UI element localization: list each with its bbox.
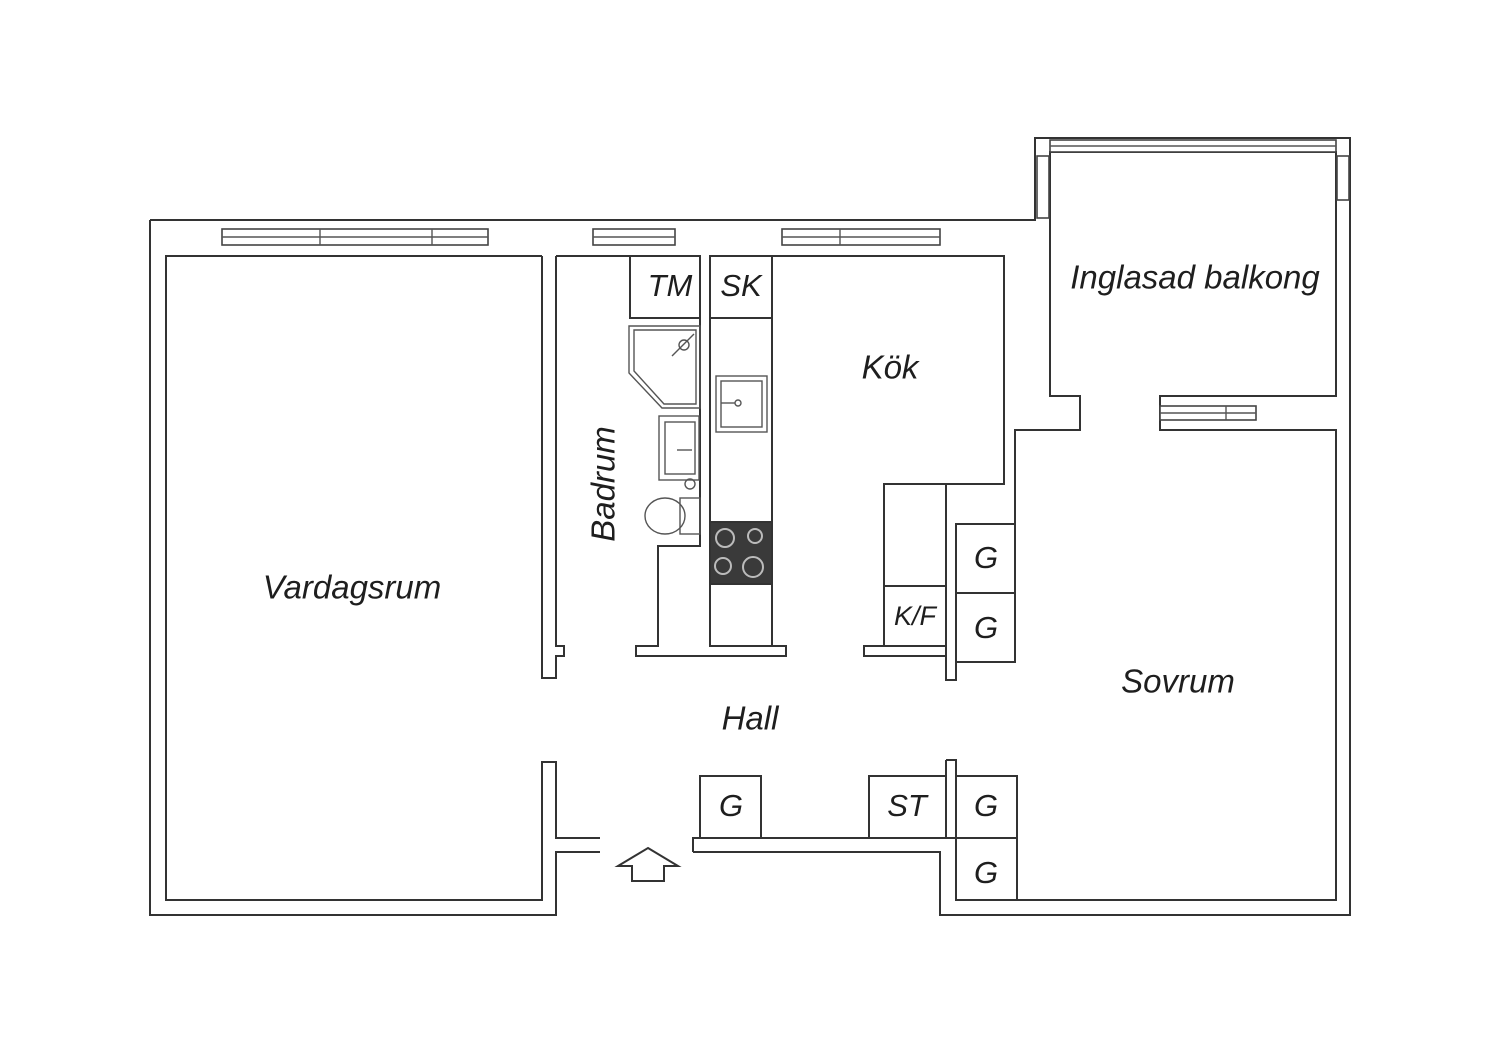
toilet — [644, 497, 686, 535]
fixture-label-sk: SK — [720, 268, 763, 303]
stove-burner-3 — [714, 557, 732, 575]
fridge-column — [883, 483, 947, 647]
sink — [658, 415, 700, 481]
fixture-label-g-kitchen-top: G — [974, 540, 998, 575]
shower-corner — [628, 325, 701, 409]
fixture-label-kf: K/F — [894, 601, 938, 631]
stove-burner-2 — [747, 528, 763, 544]
wardrobe-kitchen-bottom — [955, 592, 1016, 663]
fixture-label-st: ST — [887, 788, 929, 823]
kitchen-fixtures — [709, 255, 947, 647]
fixture-label-g-bedroom-top: G — [974, 788, 998, 823]
washing-machine-box — [629, 255, 701, 319]
fixture-label-g-hall: G — [719, 788, 743, 823]
room-label-sovrum: Sovrum — [1121, 663, 1235, 700]
wardrobe-bedroom-bottom — [955, 837, 1018, 901]
storage-st — [868, 775, 947, 839]
room-label-kok: Kök — [862, 349, 920, 386]
stove-burner-1 — [715, 528, 735, 548]
room-label-hall: Hall — [722, 700, 781, 737]
entrance-arrow-icon — [614, 846, 682, 882]
windows — [221, 139, 1350, 421]
stove-burner-4 — [742, 556, 764, 578]
fixture-label-g-bedroom-bottom: G — [974, 855, 998, 890]
room-label-badrum: Badrum — [585, 426, 622, 542]
window-balcony-left — [1036, 155, 1050, 219]
kitchen-sink — [715, 375, 768, 433]
outer-walls — [149, 137, 1351, 916]
room-label-inglasad-balkong: Inglasad balkong — [1070, 259, 1320, 296]
window-balcony-right — [1336, 155, 1350, 201]
room-label-vardagsrum: Vardagsrum — [263, 569, 442, 606]
bathroom-fixtures — [628, 255, 701, 535]
kitchen-counter — [709, 255, 773, 647]
storage-boxes — [699, 523, 1018, 901]
fixture-label-tm: TM — [648, 268, 693, 303]
wardrobe-hall — [699, 775, 762, 839]
fixture-label-g-kitchen-bottom: G — [974, 610, 998, 645]
